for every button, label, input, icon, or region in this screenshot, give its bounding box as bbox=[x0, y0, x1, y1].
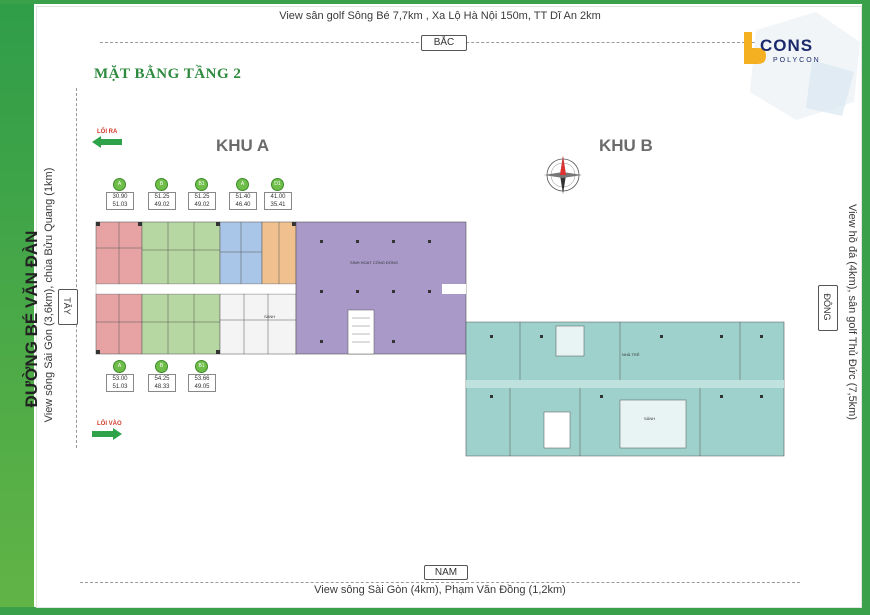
unit-bottom-2-code: B1 bbox=[195, 360, 208, 373]
north-tag: BẮC bbox=[421, 35, 467, 51]
unit-top-4-code: D1 bbox=[271, 178, 284, 191]
lobby-a-label: SẢNH bbox=[264, 314, 276, 319]
community-room-label: SINH HOẠT CỘNG ĐỒNG bbox=[350, 260, 398, 265]
unit-top-3-code: A bbox=[236, 178, 249, 191]
zone-a-label: KHU A bbox=[216, 136, 270, 155]
zone-b-label: KHU B bbox=[599, 136, 653, 155]
entry-arrow-right-icon bbox=[92, 428, 122, 440]
unit-bottom-0-code: A bbox=[113, 360, 126, 373]
unit-top-0-code: A bbox=[113, 178, 126, 191]
unit-top-2-code: B1 bbox=[195, 178, 208, 191]
frame-bottom-border bbox=[0, 607, 870, 615]
frame-left-border bbox=[0, 0, 34, 615]
kindergarten-room-label: NHÀ TRẺ bbox=[622, 352, 640, 357]
east-tag bbox=[818, 285, 838, 331]
top-view-caption: View sân golf Sông Bé 7,7km , Xa Lộ Hà N… bbox=[279, 10, 601, 22]
lobby-b-label: SẢNH bbox=[644, 416, 656, 421]
logo-text: CONS bbox=[760, 36, 814, 55]
floor-title: MẶT BẰNG TẦNG 2 bbox=[94, 66, 242, 82]
bottom-divider bbox=[80, 582, 800, 583]
west-tag bbox=[58, 289, 78, 325]
exit-out-label: LỐI RA bbox=[97, 129, 118, 135]
unit-top-1-code: B bbox=[155, 178, 168, 191]
left-divider bbox=[76, 88, 77, 448]
exit-in-label: LỐI VÀO bbox=[97, 421, 122, 427]
inner-frame bbox=[36, 6, 862, 608]
frame-right-border bbox=[862, 0, 870, 615]
exit-arrow-left-icon bbox=[92, 136, 122, 148]
logo-subtext: POLYCON bbox=[773, 57, 821, 64]
compass-icon bbox=[544, 156, 582, 194]
bottom-view-caption: View sông Sài Gòn (4km), Phạm Văn Đồng (… bbox=[314, 584, 566, 596]
south-tag: NAM bbox=[424, 565, 468, 580]
frame-top-border bbox=[0, 0, 870, 4]
unit-bottom-1-code: B bbox=[155, 360, 168, 373]
polycon-logo-icon bbox=[744, 12, 860, 120]
